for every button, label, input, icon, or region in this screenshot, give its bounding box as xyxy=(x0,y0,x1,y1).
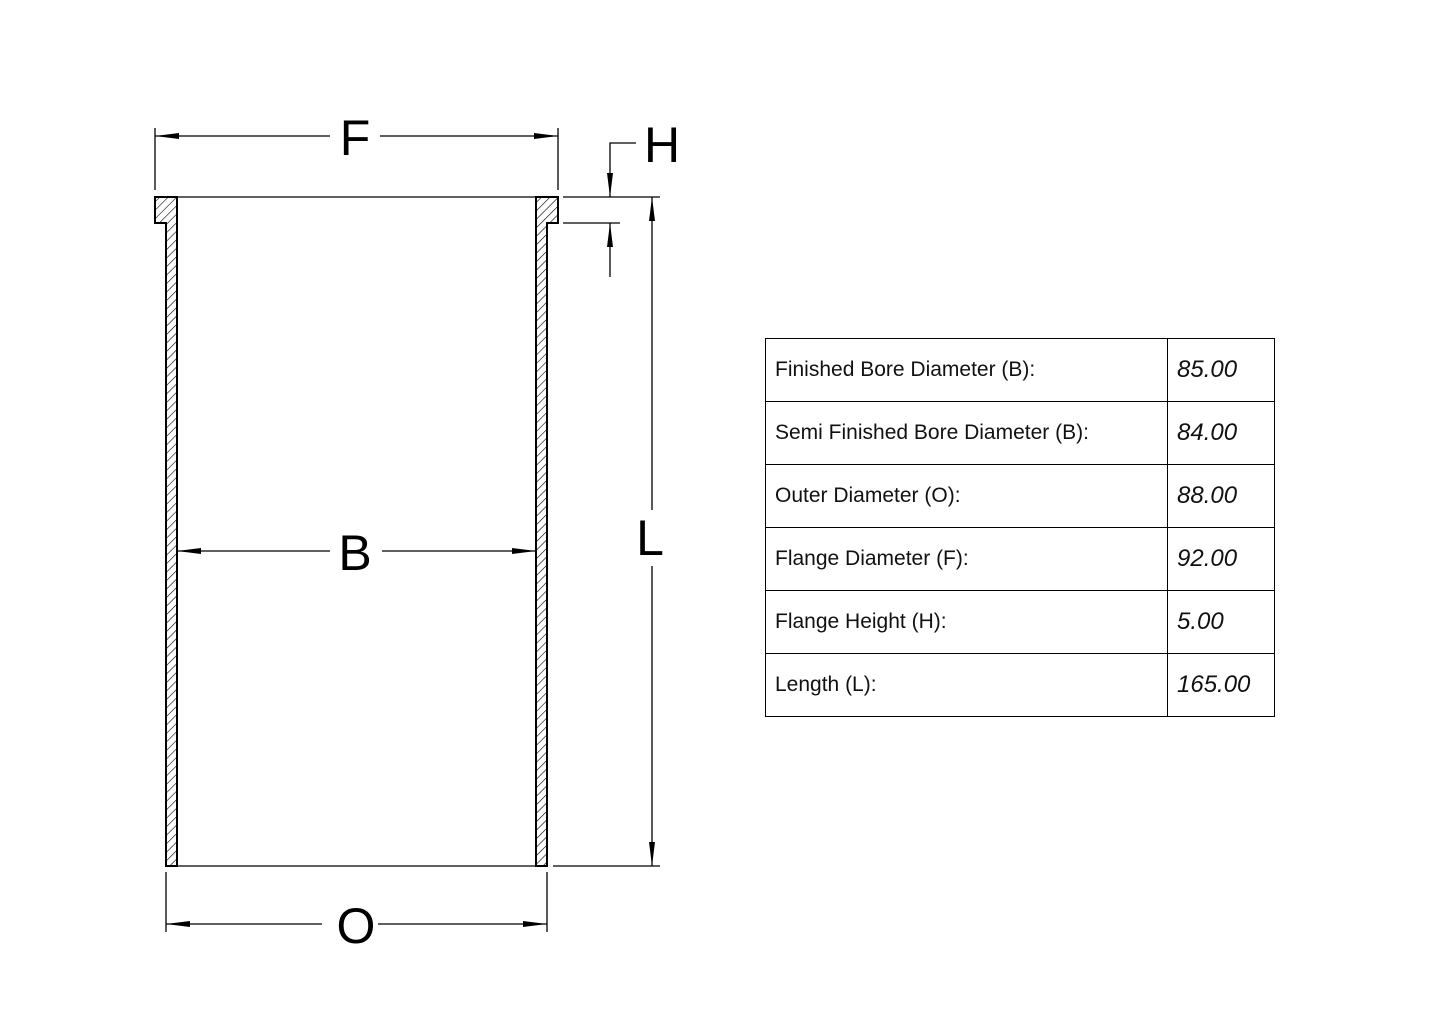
table-row: Finished Bore Diameter (B):85.00 xyxy=(765,338,1275,402)
table-row: Outer Diameter (O):88.00 xyxy=(765,464,1275,528)
spec-value: 85.00 xyxy=(1167,338,1275,402)
label-o: O xyxy=(337,898,376,954)
label-l: L xyxy=(636,510,664,566)
h-leader-top xyxy=(607,142,636,197)
spec-label: Flange Diameter (F): xyxy=(765,527,1168,591)
label-b: B xyxy=(338,525,371,581)
spec-label: Outer Diameter (O): xyxy=(765,464,1168,528)
label-f: F xyxy=(340,110,371,166)
right-wall-section xyxy=(535,196,559,867)
spec-label: Length (L): xyxy=(765,653,1168,717)
table-row: Flange Height (H):5.00 xyxy=(765,590,1275,654)
label-h: H xyxy=(644,117,680,173)
left-wall-section xyxy=(154,196,178,867)
spec-label: Flange Height (H): xyxy=(765,590,1168,654)
table-row: Length (L):165.00 xyxy=(765,653,1275,717)
spec-label: Semi Finished Bore Diameter (B): xyxy=(765,401,1168,465)
spec-table: Finished Bore Diameter (B):85.00 Semi Fi… xyxy=(765,338,1275,717)
spec-value: 165.00 xyxy=(1167,653,1275,717)
spec-value: 5.00 xyxy=(1167,590,1275,654)
spec-value: 88.00 xyxy=(1167,464,1275,528)
spec-value: 84.00 xyxy=(1167,401,1275,465)
spec-label: Finished Bore Diameter (B): xyxy=(765,338,1168,402)
spec-value: 92.00 xyxy=(1167,527,1275,591)
table-row: Semi Finished Bore Diameter (B):84.00 xyxy=(765,401,1275,465)
table-row: Flange Diameter (F):92.00 xyxy=(765,527,1275,591)
